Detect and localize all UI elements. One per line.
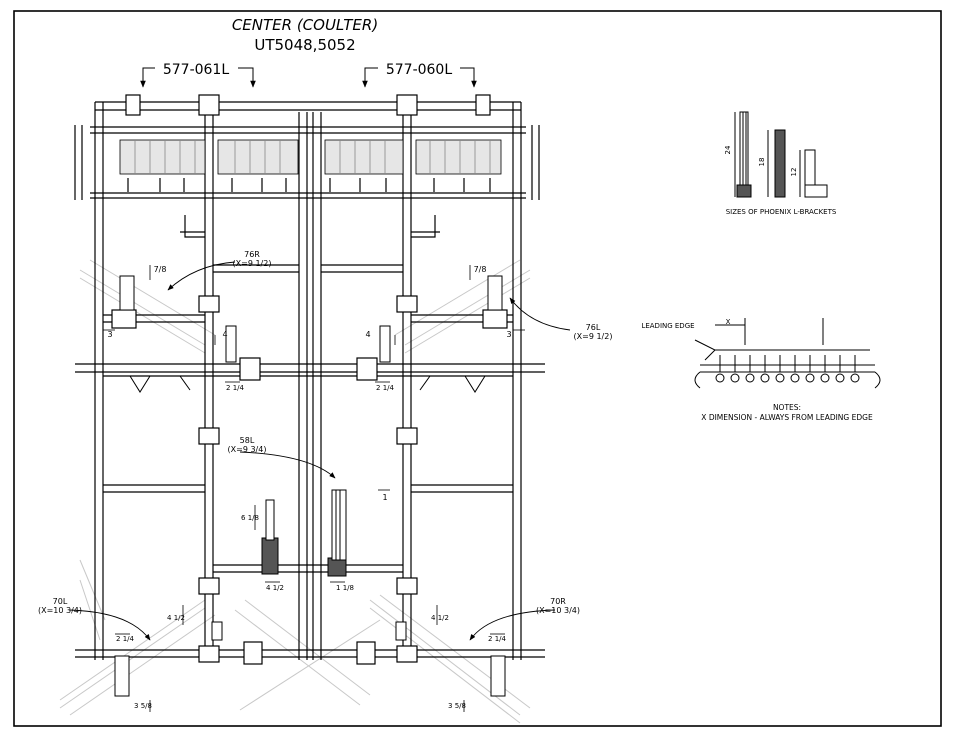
leading-edge-label: LEADING EDGE xyxy=(641,322,694,330)
title-line1: CENTER (COULTER) xyxy=(232,16,378,34)
callout-leaders xyxy=(69,261,571,641)
bracket-sizes-inset xyxy=(734,111,828,198)
dim-2-1-4-br: 2 1/4 xyxy=(488,635,506,643)
notes-text: X DIMENSION - ALWAYS FROM LEADING EDGE xyxy=(701,413,873,422)
bracket-size-24: 24 xyxy=(724,145,732,154)
callout-58l-name: 58L xyxy=(240,436,255,445)
dim-4-1-2-left: 4 1/2 xyxy=(167,614,185,622)
dim-1-1-8: 1 1/8 xyxy=(336,584,354,592)
callout-70l-x: (X=10 3/4) xyxy=(38,606,82,615)
dim-1-center: 1 xyxy=(382,493,387,502)
dim-2-1-4-right: 2 1/4 xyxy=(376,384,394,392)
callout-76r-name: 76R xyxy=(244,250,260,259)
dim-7-8-right: 7/8 xyxy=(474,265,487,274)
sheet-border xyxy=(13,10,942,727)
handles xyxy=(180,215,440,238)
l-bracket-assemblies xyxy=(114,275,506,697)
dim-2-1-4-bl: 2 1/4 xyxy=(116,635,134,643)
dim-2-1-4-left: 2 1/4 xyxy=(226,384,244,392)
callout-70r-name: 70R xyxy=(550,597,566,606)
part-number-right xyxy=(362,67,477,88)
dim-7-8-left: 7/8 xyxy=(154,265,167,274)
callout-70r-x: (X=10 3/4) xyxy=(536,606,580,615)
part-number-right-label: 577-060L xyxy=(386,62,452,78)
leading-edge-detail xyxy=(694,318,881,389)
bracket-size-12: 12 xyxy=(790,168,798,177)
callout-76l-name: 76L xyxy=(586,323,601,332)
dim-4-right: 4 xyxy=(365,330,370,339)
bracket-size-18: 18 xyxy=(758,158,766,167)
part-number-left-label: 577-061L xyxy=(163,62,229,78)
dimension-marks xyxy=(103,265,525,712)
part-number-left xyxy=(140,67,256,88)
coulter-blades xyxy=(134,140,491,174)
center-bracket-stack xyxy=(261,489,347,577)
dim-3-5-8-left: 3 5/8 xyxy=(134,702,152,710)
coulter-gang-top xyxy=(119,139,502,175)
dim-3-5-8-right: 3 5/8 xyxy=(448,702,466,710)
callout-76r-x: (X=9 1/2) xyxy=(233,259,272,268)
dim-4-1-2-center: 4 1/2 xyxy=(266,584,284,592)
x-dimension-label: X xyxy=(726,318,731,326)
dim-3-left: 3 xyxy=(107,330,112,339)
callout-58l-x: (X=9 3/4) xyxy=(228,445,267,454)
dim-3-right: 3 xyxy=(506,330,511,339)
gussets xyxy=(129,375,486,393)
dim-4-1-2-right: 4 1/2 xyxy=(431,614,449,622)
bracket-sizes-title: SIZES OF PHOENIX L-BRACKETS xyxy=(726,208,837,216)
clamp-plates xyxy=(111,94,508,665)
notes-title: NOTES: xyxy=(773,403,801,412)
coulter-shanks xyxy=(127,178,491,192)
callout-76l-x: (X=9 1/2) xyxy=(574,332,613,341)
title-line2: UT5048,5052 xyxy=(254,36,355,54)
main-frame xyxy=(74,101,545,660)
dim-6-1-8: 6 1/8 xyxy=(241,514,259,522)
callout-70l-name: 70L xyxy=(53,597,68,606)
dim-4-left: 4 xyxy=(222,330,227,339)
